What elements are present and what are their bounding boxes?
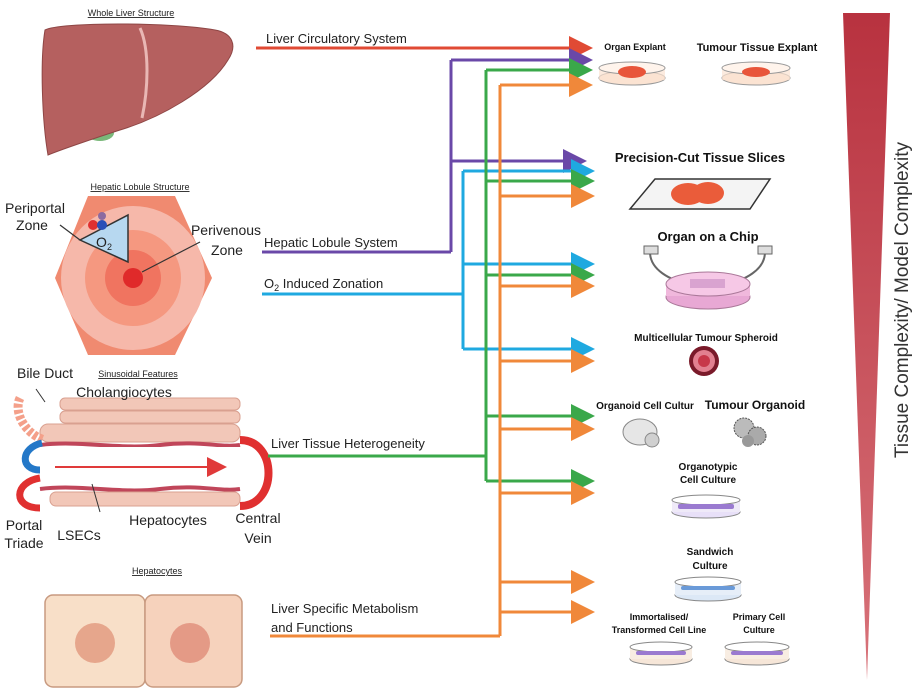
complexity-triangle	[843, 13, 890, 680]
organotypic-label-2: Cell Culture	[680, 475, 737, 486]
system-metabolism-label-1: Liver Specific Metabolism	[271, 601, 418, 616]
organ-on-chip-label: Organ on a Chip	[657, 229, 758, 244]
portal-label-1: Portal	[6, 517, 43, 533]
immortalised-label-2: Transformed Cell Line	[612, 625, 707, 635]
system-heterogeneity-label: Liver Tissue Heterogeneity	[271, 436, 425, 451]
cell-line-dishes	[630, 642, 789, 665]
sinusoid-title: Sinusoidal Features	[98, 369, 178, 379]
organ-explant-label: Organ Explant	[604, 42, 666, 52]
tumour-organoid-label: Tumour Organoid	[705, 398, 805, 412]
organoid-illustrations	[623, 418, 766, 447]
periportal-label-2: Zone	[16, 217, 48, 233]
system-metabolism-label-2: and Functions	[271, 620, 353, 635]
lsecs-label: LSECs	[57, 527, 101, 543]
hepatocytes-title: Hepatocytes	[132, 566, 183, 576]
immortalised-label-1: Immortalised/	[630, 612, 689, 622]
spheroid-label: Multicellular Tumour Spheroid	[634, 333, 778, 344]
sandwich-dish	[675, 577, 741, 601]
cholangiocytes-label: Cholangiocytes	[76, 384, 172, 400]
organotypic-dish	[672, 495, 740, 518]
tumour-tissue-explant-label: Tumour Tissue Explant	[697, 42, 818, 54]
sandwich-label-2: Culture	[693, 561, 728, 572]
complexity-axis-label: Tissue Complexity/ Model Complexity	[892, 141, 913, 458]
organ-explant-dish	[599, 62, 665, 85]
hepatocytes-illustration	[45, 595, 242, 687]
primary-label-2: Culture	[743, 625, 775, 635]
lobule-illustration	[55, 196, 212, 355]
central-vein-label-2: Vein	[244, 530, 271, 546]
pcts-label: Precision-Cut Tissue Slices	[615, 150, 785, 165]
sinusoid-illustration	[18, 389, 268, 512]
organotypic-label-1: Organotypic	[679, 462, 738, 473]
sandwich-label-1: Sandwich	[687, 547, 734, 558]
organ-on-chip-device	[644, 246, 772, 309]
portal-label-2: Triade	[4, 535, 43, 551]
organoid-label: Organoid Cell Cultur	[596, 401, 694, 412]
hepatocytes-label: Hepatocytes	[129, 512, 207, 528]
system-lobule-label: Hepatic Lobule System	[264, 235, 398, 250]
perivenous-label-1: Perivenous	[191, 222, 261, 238]
central-vein-label-1: Central	[235, 510, 280, 526]
spheroid-illustration	[689, 346, 719, 376]
metabolism-connectors	[270, 85, 592, 636]
zonation-connectors	[262, 171, 592, 349]
tumour-explant-dish	[722, 62, 790, 85]
liver-illustration	[42, 24, 233, 155]
system-circulatory-label: Liver Circulatory System	[266, 31, 407, 46]
system-zonation-label: O2 Induced Zonation	[264, 276, 383, 293]
lobule-connectors	[262, 60, 590, 252]
pcts-slide	[630, 179, 770, 209]
periportal-label-1: Periportal	[5, 200, 65, 216]
primary-label-1: Primary Cell	[733, 612, 786, 622]
perivenous-label-2: Zone	[211, 242, 243, 258]
whole-liver-title: Whole Liver Structure	[88, 8, 175, 18]
lobule-title: Hepatic Lobule Structure	[90, 182, 189, 192]
bile-duct-label: Bile Duct	[17, 365, 73, 381]
